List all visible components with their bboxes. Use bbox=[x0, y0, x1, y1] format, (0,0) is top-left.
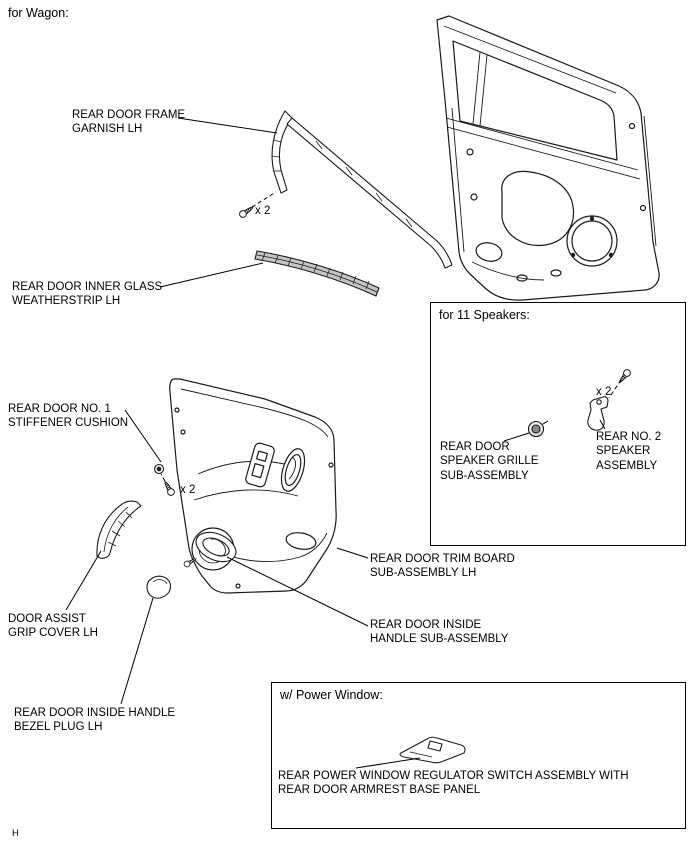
power-window-variant-box: w/ Power Window: bbox=[271, 682, 686, 829]
qty-speaker-screws: x 2 bbox=[596, 386, 612, 398]
footer-mark: H bbox=[12, 828, 19, 839]
inside-handle-illustration bbox=[195, 531, 237, 563]
speaker-grille-label: REAR DOOR SPEAKER GRILLE SUB-ASSEMBLY bbox=[440, 441, 539, 482]
bezel-plug-illustration bbox=[146, 575, 172, 599]
bezel-plug-label: REAR DOOR INSIDE HANDLE BEZEL PLUG LH bbox=[14, 707, 176, 734]
weatherstrip-illustration bbox=[254, 250, 380, 297]
leader-lines bbox=[65, 117, 606, 769]
window-switch-illustration bbox=[399, 736, 466, 764]
rear-door-illustration bbox=[436, 15, 660, 301]
fastener-dashed-lines bbox=[160, 191, 622, 482]
no2-speaker-illustration bbox=[587, 396, 609, 431]
speakers-variant-box: for 11 Speakers: bbox=[430, 302, 686, 546]
assist-grip-cover-label: DOOR ASSIST GRIP COVER LH bbox=[8, 613, 98, 640]
stiffener-cushion-label: REAR DOOR NO. 1 STIFFENER CUSHION bbox=[8, 403, 129, 430]
weatherstrip-label: REAR DOOR INNER GLASS WEATHERSTRIP LH bbox=[12, 281, 163, 308]
window-switch-label: REAR POWER WINDOW REGULATOR SWITCH ASSEM… bbox=[278, 770, 629, 797]
trim-board-label: REAR DOOR TRIM BOARD SUB-ASSEMBLY LH bbox=[370, 553, 515, 580]
inside-handle-label: REAR DOOR INSIDE HANDLE SUB-ASSEMBLY bbox=[370, 619, 509, 646]
qty-garnish-screws: x 2 bbox=[255, 205, 271, 217]
variant-header: for Wagon: bbox=[8, 6, 69, 20]
grip-cover-illustration bbox=[96, 500, 142, 559]
speakers-box-title: for 11 Speakers: bbox=[439, 308, 530, 322]
frame-garnish-label: REAR DOOR FRAME GARNISH LH bbox=[72, 109, 186, 136]
screw-icon bbox=[161, 479, 177, 498]
no2-speaker-label: REAR NO. 2 SPEAKER ASSEMBLY bbox=[596, 431, 662, 472]
stiffener-cushion-illustration bbox=[153, 463, 165, 475]
speaker-grille-illustration bbox=[527, 420, 549, 438]
power-window-box-title: w/ Power Window: bbox=[280, 688, 383, 702]
qty-cushion-screws: x 2 bbox=[180, 484, 196, 496]
frame-garnish-illustration bbox=[271, 110, 453, 269]
